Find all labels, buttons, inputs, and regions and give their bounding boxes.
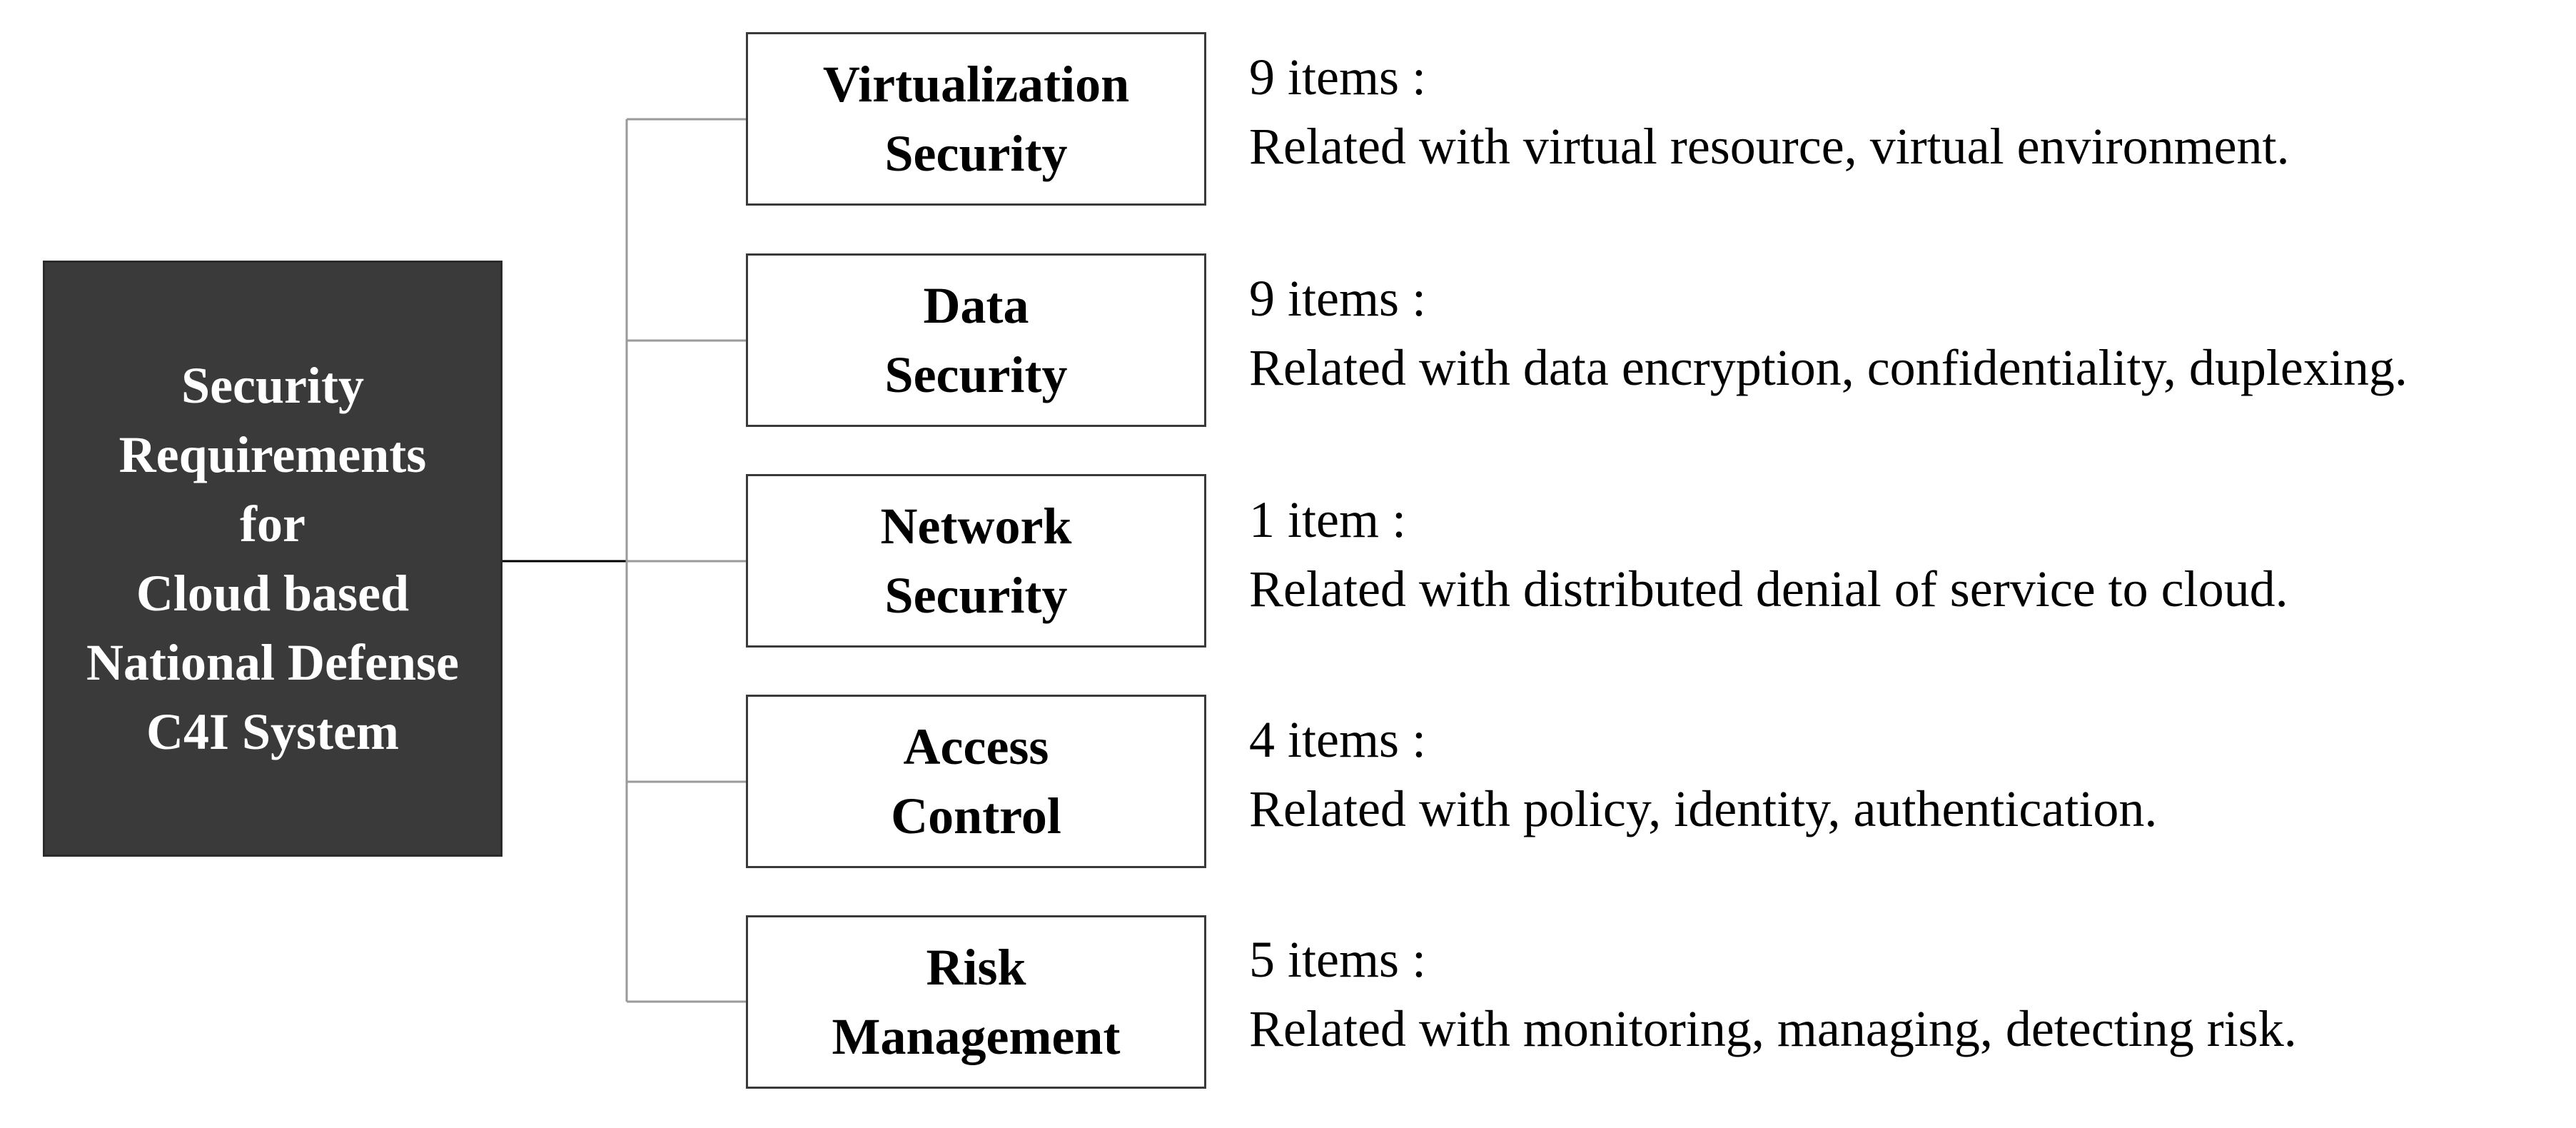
- category-title: Virtualization Security: [823, 50, 1129, 188]
- item-count: 1 item :: [1249, 491, 1406, 548]
- category-title-line: Virtualization: [822, 55, 1130, 113]
- root-title-line: for: [240, 495, 305, 553]
- description-text: Related with policy, identity, authentic…: [1249, 780, 2158, 837]
- item-count: 9 items :: [1249, 49, 1426, 106]
- category-title-line: Management: [832, 1007, 1121, 1065]
- category-node-network-security: Network Security: [746, 474, 1206, 648]
- description-text: Related with data encryption, confidenti…: [1249, 339, 2408, 396]
- category-title-line: Security: [884, 124, 1068, 182]
- category-title-line: Access: [903, 717, 1049, 775]
- category-title-line: Network: [880, 497, 1072, 555]
- item-count: 4 items :: [1249, 711, 1426, 768]
- root-title-line: Cloud based: [136, 564, 410, 622]
- category-description-risk-management: 5 items : Related with monitoring, manag…: [1249, 925, 2297, 1064]
- category-description-data-security: 9 items : Related with data encryption, …: [1249, 264, 2408, 403]
- category-title: Risk Management: [832, 933, 1121, 1072]
- root-node: Security Requirements for Cloud based Na…: [43, 261, 502, 857]
- category-node-risk-management: Risk Management: [746, 915, 1206, 1089]
- category-title-line: Data: [923, 276, 1029, 334]
- root-title-line: Security: [181, 356, 364, 414]
- category-title-line: Security: [884, 346, 1068, 403]
- item-count: 9 items :: [1249, 270, 1426, 327]
- description-text: Related with virtual resource, virtual e…: [1249, 118, 2290, 175]
- description-text: Related with distributed denial of servi…: [1249, 560, 2288, 618]
- category-description-virtualization-security: 9 items : Related with virtual resource,…: [1249, 43, 2290, 181]
- category-title: Access Control: [891, 712, 1061, 851]
- category-title: Network Security: [881, 492, 1072, 630]
- category-description-access-control: 4 items : Related with policy, identity,…: [1249, 705, 2157, 844]
- root-title-line: C4I System: [146, 703, 399, 760]
- root-title-line: Requirements: [118, 425, 427, 483]
- category-node-access-control: Access Control: [746, 695, 1206, 868]
- item-count: 5 items :: [1249, 931, 1426, 988]
- category-node-data-security: Data Security: [746, 253, 1206, 427]
- category-description-network-security: 1 item : Related with distributed denial…: [1249, 485, 2288, 624]
- description-text: Related with monitoring, managing, detec…: [1249, 1000, 2297, 1057]
- category-title: Data Security: [885, 271, 1068, 410]
- category-node-virtualization-security: Virtualization Security: [746, 32, 1206, 206]
- root-title: Security Requirements for Cloud based Na…: [45, 351, 500, 767]
- category-title-line: Risk: [926, 938, 1026, 996]
- category-title-line: Security: [884, 566, 1068, 624]
- root-title-line: National Defense: [86, 633, 459, 691]
- category-title-line: Control: [891, 787, 1061, 845]
